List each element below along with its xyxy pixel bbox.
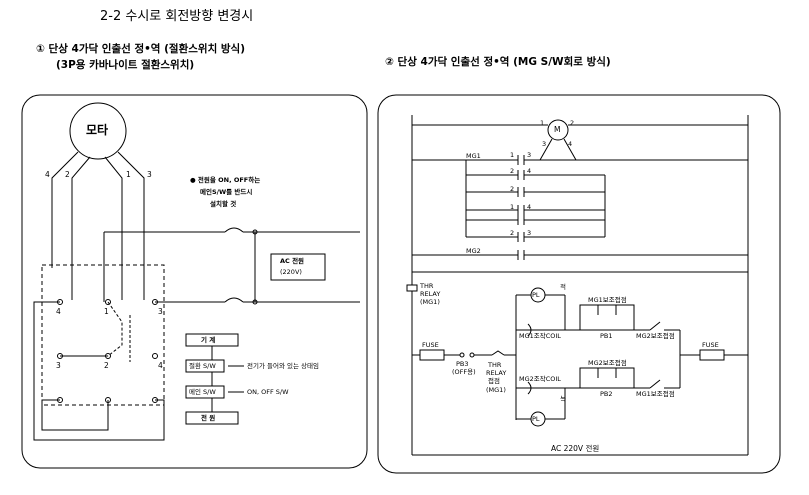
mg1-label: MG1 — [466, 152, 481, 160]
contact-num-4: 4 — [527, 167, 532, 175]
left-heading: ① 단상 4가닥 인출선 정•역 (절환스위치 방식) — [36, 43, 245, 55]
main-switch-top — [224, 227, 244, 233]
contact-num-9: 3 — [527, 229, 532, 237]
contact-num-1: 1 — [510, 151, 515, 159]
mg1-aux-label: MG1보조접점 — [588, 296, 627, 304]
mg2-aux-b-label: MG2보조접점 — [636, 332, 675, 340]
pb3-label: PB3 — [456, 360, 469, 368]
thr-relay2-line3: 접점 — [488, 377, 500, 385]
mg1-aux-b-label: MG1보조접점 — [636, 390, 675, 398]
fuse-left-label: FUSE — [422, 341, 439, 349]
legend-switch2-desc: ON, OFF S/W — [247, 388, 289, 396]
switch-terminal-4: 4 — [56, 307, 61, 316]
wire-label-1: 1 — [126, 170, 131, 179]
green-lamp-label: 녹 — [560, 395, 566, 403]
red-lamp-label: 적 — [560, 283, 566, 291]
ac-220v-source: AC 220V 전원 — [548, 445, 603, 453]
thr-relay2-line2: RELAY — [486, 369, 507, 377]
motor-terminal-4: 4 — [568, 140, 573, 148]
fuse-right-label: FUSE — [702, 341, 719, 349]
motor-circle — [69, 102, 127, 160]
pb3-note: (OFF용) — [452, 368, 476, 376]
note-line-3: 설치할 것 — [210, 200, 237, 208]
motor-m-circle — [547, 119, 569, 141]
ac-source-voltage: (220V) — [280, 268, 302, 276]
motor-terminal-2: 2 — [570, 119, 575, 127]
switch-terminal-3b: 3 — [56, 361, 61, 370]
motor-label: 모타 — [86, 123, 109, 137]
motor-terminal-3: 3 — [542, 140, 547, 148]
thr-relay2-line1: THR — [488, 361, 502, 369]
wire-label-3: 3 — [147, 170, 152, 179]
coil-1 — [527, 323, 532, 337]
switch-terminal-4b: 4 — [158, 361, 163, 370]
right-frame — [377, 94, 781, 474]
legend-switch2: 메인 S/W — [189, 388, 216, 396]
pl-label-bottom: PL — [532, 415, 540, 423]
motor-m-symbol: M — [554, 125, 561, 134]
thr-relay-line2: RELAY — [420, 290, 441, 298]
thr-relay2-line4: (MG1) — [486, 386, 506, 394]
pb1-label: PB1 — [600, 332, 613, 340]
ac-source-label: AC 전원 — [280, 257, 305, 265]
fuse-left — [419, 349, 445, 361]
wire-label-2: 2 — [65, 170, 70, 179]
mg1-coil-label: MG1조작COIL — [519, 332, 561, 340]
legend-switch1-desc: 전기가 들어와 있는 상태임 — [247, 362, 319, 370]
legend-footer: 전 원 — [201, 414, 216, 422]
left-frame — [21, 94, 368, 469]
legend-switch1: 절환 S/W — [189, 362, 216, 370]
mg2-label: MG2 — [466, 247, 481, 255]
contact-num-7: 4 — [527, 203, 532, 211]
switch-terminal-2: 2 — [104, 361, 109, 370]
legend-title: 기 계 — [201, 336, 216, 344]
note-line-2: 메인S/W를 반드시 — [200, 188, 253, 196]
ac-source-box — [270, 253, 326, 281]
motor-terminal-1: 1 — [540, 119, 545, 127]
fuse-right — [699, 349, 725, 361]
left-subheading: (3P용 카바나이트 절환스위치) — [56, 59, 195, 71]
pl-label-top: PL — [532, 291, 540, 299]
main-switch-bottom — [224, 297, 244, 303]
contact-num-6: 1 — [510, 203, 515, 211]
pb2-label: PB2 — [600, 390, 613, 398]
thr-relay-line3: (MG1) — [420, 298, 440, 306]
right-heading: ② 단상 4가닥 인출선 정•역 (MG S/W회로 방식) — [385, 56, 611, 68]
switch-terminal-3a: 3 — [158, 307, 163, 316]
contact-num-2: 3 — [527, 151, 532, 159]
coil-2 — [527, 381, 532, 395]
contact-num-3: 2 — [510, 167, 515, 175]
note-line-1: ● 전원을 ON, OFF하는 — [190, 176, 261, 184]
wire-label-4: 4 — [45, 170, 50, 179]
mg2-aux-label: MG2보조접점 — [588, 359, 627, 367]
contact-num-5: 2 — [510, 185, 515, 193]
page-title: 2-2 수시로 회전방향 변경시 — [100, 9, 254, 24]
contact-num-8: 2 — [510, 229, 515, 237]
mg2-coil-label: MG2조작COIL — [519, 375, 561, 383]
thr-relay-line1: THR — [420, 282, 434, 290]
switch-terminal-1: 1 — [104, 307, 109, 316]
